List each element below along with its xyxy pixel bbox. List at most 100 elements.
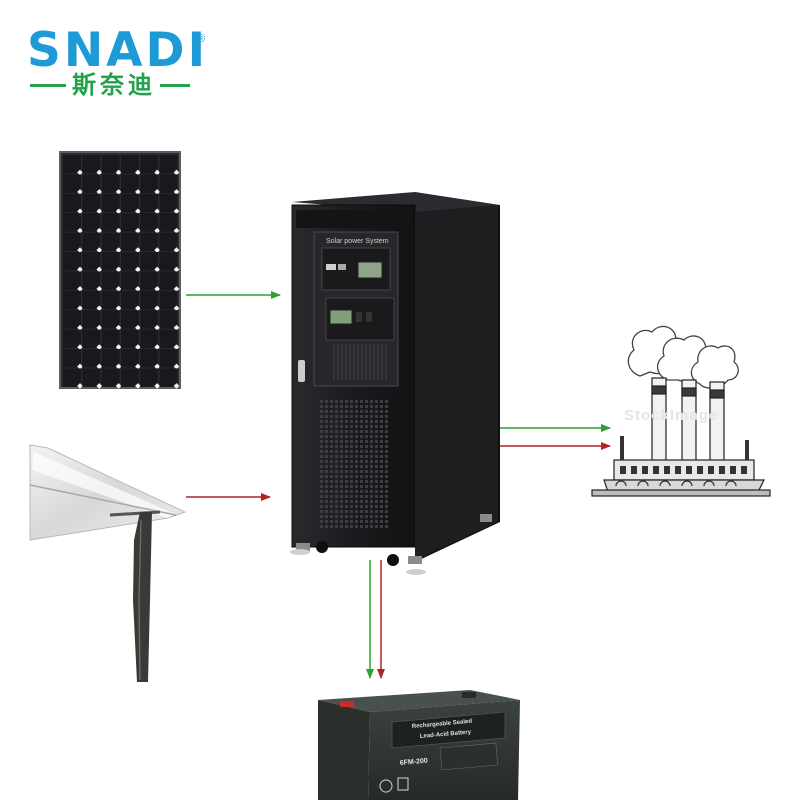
cabinet-grille — [320, 400, 388, 528]
solar-cell — [159, 349, 178, 368]
solar-cell — [159, 232, 178, 252]
solar-cell — [140, 155, 159, 174]
factory-window — [686, 466, 692, 474]
solar-cell — [120, 213, 139, 232]
tracker-pole — [133, 512, 152, 682]
solar-cell — [101, 349, 120, 368]
solar-cell — [101, 213, 120, 232]
solar-cell — [140, 174, 159, 193]
factory-window — [730, 466, 736, 474]
solar-cell — [159, 368, 178, 387]
solar-cell — [63, 174, 81, 193]
solar-cell — [159, 213, 178, 232]
cabinet-window-vents — [333, 344, 387, 380]
solar-cell — [101, 232, 120, 252]
logo-line-right — [160, 84, 190, 87]
factory-window — [620, 466, 626, 474]
battery: Rechargeable Sealed Lead-Acid Battery 6F… — [318, 690, 520, 800]
solar-cell — [101, 155, 120, 174]
solar-cell — [101, 174, 120, 193]
cabinet-display-top — [357, 261, 383, 279]
solar-cell — [82, 349, 101, 368]
solar-cell — [63, 193, 81, 213]
solar-cell — [82, 213, 101, 232]
solar-cell — [140, 232, 159, 252]
solar-cell — [120, 271, 139, 290]
factory-window — [741, 466, 747, 474]
solar-cell — [120, 193, 139, 213]
solar-cell — [101, 329, 120, 349]
solar-cell — [140, 310, 159, 329]
solar-cell — [82, 329, 101, 349]
factory-window — [664, 466, 670, 474]
solar-cell — [101, 290, 120, 310]
solar-cell — [101, 271, 120, 290]
solar-cell — [101, 193, 120, 213]
cabinet-wheel — [387, 554, 399, 566]
solar-cell — [101, 310, 120, 329]
solar-cell — [101, 368, 120, 387]
solar-cell — [120, 310, 139, 329]
solar-cell — [159, 193, 178, 213]
factory-window — [708, 466, 714, 474]
solar-cell — [63, 232, 81, 252]
solar-cell — [140, 193, 159, 213]
solar-cell — [140, 329, 159, 349]
factory-watermark: StockImage — [624, 407, 718, 424]
solar-cell — [63, 252, 81, 271]
factory-window — [675, 466, 681, 474]
cabinet-handle — [298, 360, 305, 382]
solar-cell — [63, 290, 81, 310]
recycle-icon — [379, 779, 393, 793]
solar-cell — [120, 290, 139, 310]
brand-name: SNADI — [27, 23, 208, 78]
cabinet-wheel — [316, 541, 328, 553]
solar-power-cabinet: Solar power System — [290, 192, 500, 575]
solar-cell — [63, 329, 81, 349]
flow-arrows — [186, 291, 611, 679]
solar-cell — [120, 252, 139, 271]
factory-grid: StockImage — [591, 325, 771, 497]
solar-cell — [120, 174, 139, 193]
registered-mark: ® — [197, 33, 205, 45]
factory-window — [653, 466, 659, 474]
solar-cell — [120, 349, 139, 368]
brand-subtitle: 斯奈迪 — [72, 71, 156, 99]
solar-panel-cells — [63, 155, 180, 389]
solar-cell — [159, 329, 178, 349]
solar-cell — [159, 252, 178, 271]
solar-cell — [82, 155, 101, 174]
solar-cell — [63, 368, 81, 387]
solar-cell — [82, 290, 101, 310]
solar-cell — [63, 213, 81, 232]
solar-cell — [63, 310, 81, 329]
factory-window — [697, 466, 703, 474]
solar-cell — [82, 368, 101, 387]
factory-window — [642, 466, 648, 474]
solar-cell — [120, 232, 139, 252]
factory-window — [719, 466, 725, 474]
solar-cell — [82, 271, 101, 290]
solar-cell — [159, 155, 178, 174]
battery-label-line2: Lead-Acid Battery — [420, 729, 472, 740]
cabinet-display-bottom — [329, 309, 353, 325]
logo-line-left — [30, 84, 66, 87]
solar-cell — [140, 252, 159, 271]
solar-cell — [159, 174, 178, 193]
brand-logo: SNADI ® 斯奈迪 — [27, 23, 208, 99]
solar-panel — [59, 151, 181, 389]
solar-cell — [82, 174, 101, 193]
solar-cell — [159, 310, 178, 329]
solar-cell — [82, 310, 101, 329]
solar-cell — [101, 252, 120, 271]
solar-cell — [120, 329, 139, 349]
disposal-icon — [397, 777, 409, 791]
factory-windows — [615, 466, 747, 487]
cabinet-panel-label: Solar power System — [326, 238, 389, 245]
solar-cell — [159, 290, 178, 310]
factory-window — [631, 466, 637, 474]
solar-cell — [120, 155, 139, 174]
solar-tracker — [29, 444, 187, 682]
solar-cell — [82, 252, 101, 271]
